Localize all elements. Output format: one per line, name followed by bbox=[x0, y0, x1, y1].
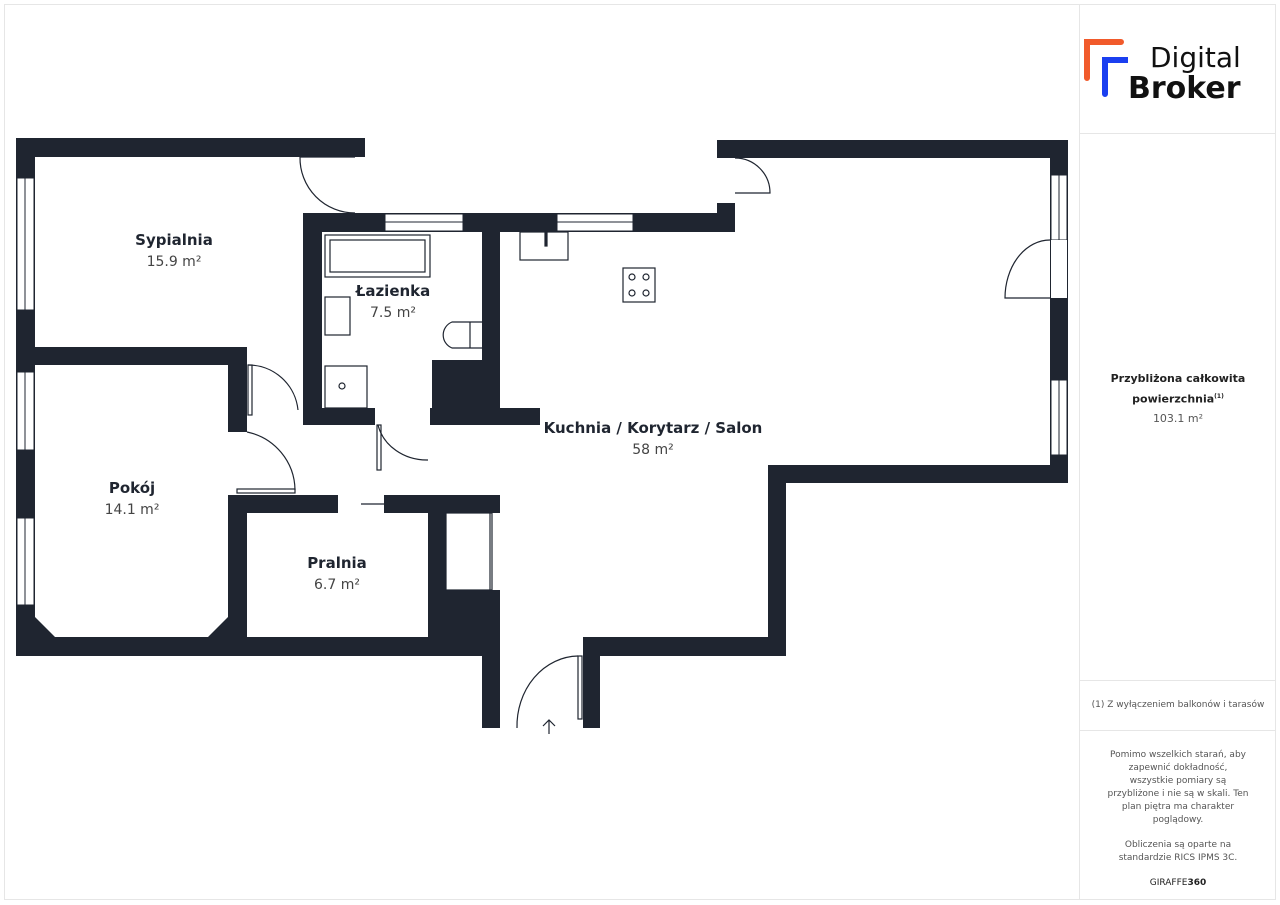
logo-line-2: Broker bbox=[1128, 71, 1241, 106]
room-name-sypialnia: Sypialnia bbox=[135, 231, 213, 249]
room-area-sypialnia: 15.9 m² bbox=[147, 254, 202, 270]
total-label-line1: Przybliżona całkowita bbox=[1110, 372, 1246, 385]
brand-logo: Digital Broker bbox=[1080, 4, 1276, 134]
total-area-section: Przybliżona całkowita powierzchnia(1) 103… bbox=[1080, 134, 1276, 681]
disclaimer-text: Pomimo wszelkich starań, aby zapewnić do… bbox=[1107, 750, 1249, 825]
floor-plan: Sypialnia 15.9 m² Łazienka 7.5 m² Kuchni… bbox=[16, 138, 1068, 734]
footnote: (1) Z wyłączeniem balkonów i tarasów bbox=[1080, 681, 1276, 731]
total-area-value: 103.1 m² bbox=[1152, 411, 1204, 425]
fixtures bbox=[324, 231, 656, 409]
page-frame bbox=[4, 4, 1276, 900]
room-name-pralnia: Pralnia bbox=[307, 554, 367, 572]
credit-a: GIRAFFE bbox=[1149, 878, 1188, 888]
logo-mark-icon bbox=[1084, 39, 1128, 97]
total-area-label: Przybliżona całkowita powierzchnia(1) bbox=[1080, 370, 1276, 409]
room-area-pokoj: 14.1 m² bbox=[105, 502, 160, 518]
logo-line-1: Digital bbox=[1150, 41, 1241, 74]
credit-b: 360 bbox=[1187, 878, 1207, 888]
room-area-pralnia: 6.7 m² bbox=[314, 577, 360, 593]
disclaimer-section: Pomimo wszelkich starań, aby zapewnić do… bbox=[1080, 731, 1276, 900]
giraffe360-credit: GIRAFFE360 bbox=[1106, 877, 1250, 890]
standard-text: Obliczenia są oparte na standardzie RICS… bbox=[1118, 840, 1238, 863]
room-area-lazienka: 7.5 m² bbox=[370, 305, 416, 321]
footnote-mark: (1) bbox=[1214, 393, 1224, 400]
room-name-lazienka: Łazienka bbox=[355, 282, 431, 300]
windows bbox=[16, 174, 1068, 606]
walls bbox=[16, 138, 1068, 728]
room-name-pokoj: Pokój bbox=[109, 479, 155, 497]
doors bbox=[236, 156, 1051, 734]
sidebar: Digital Broker Przybliżona całkowita powi… bbox=[1079, 4, 1276, 900]
total-label-line2: powierzchnia bbox=[1132, 392, 1215, 406]
room-area-salon: 58 m² bbox=[632, 442, 674, 458]
room-name-salon: Kuchnia / Korytarz / Salon bbox=[544, 419, 763, 437]
